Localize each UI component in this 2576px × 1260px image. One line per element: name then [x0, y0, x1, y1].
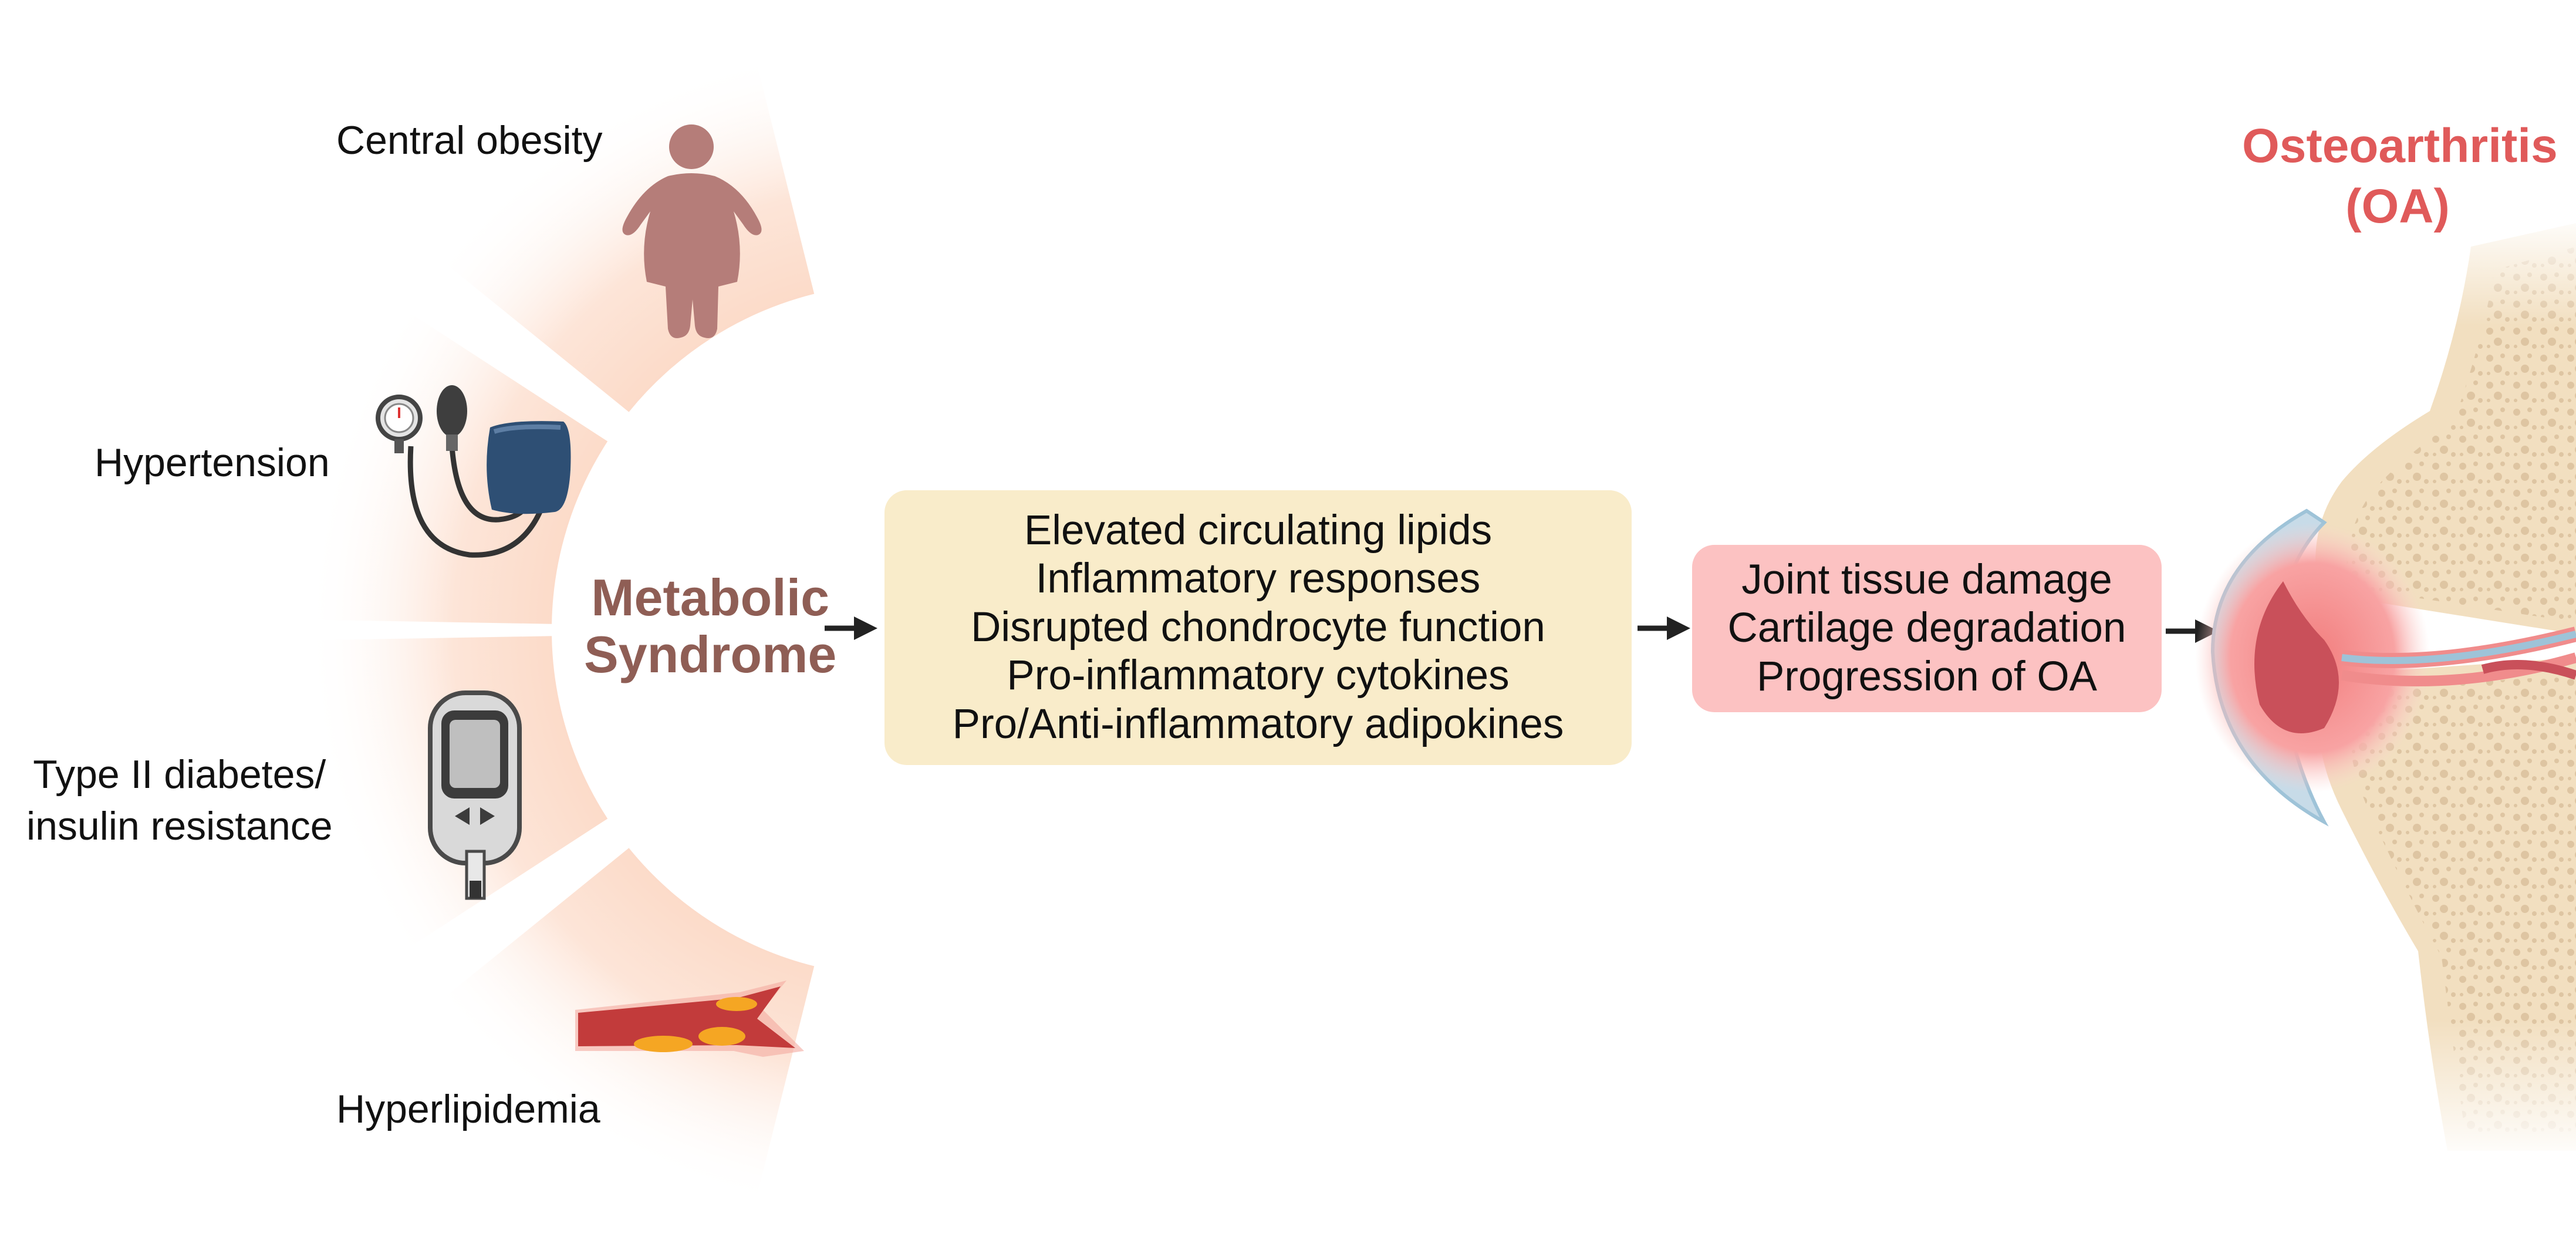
metabolic-syndrome-title: Metabolic Syndrome — [584, 568, 837, 683]
wedge-central-obesity — [441, 60, 815, 412]
label-diabetes: Type II diabetes/ insulin resistance — [26, 749, 333, 853]
label-hyperlipidemia: Hyperlipidemia — [336, 1087, 600, 1131]
metabolic-syndrome-line1: Metabolic — [591, 568, 830, 626]
label-diabetes-line1: Type II diabetes/ — [33, 752, 326, 797]
blood-pressure-cuff-icon — [376, 385, 571, 558]
outcome-item: Cartilage degradation — [1727, 605, 2126, 652]
outcomes-box: Joint tissue damage Cartilage degradatio… — [1692, 545, 2162, 712]
osteoarthritis-title-line1: Osteoarthritis — [2242, 119, 2558, 173]
outcome-item: Joint tissue damage — [1741, 556, 2112, 603]
label-hypertension: Hypertension — [94, 440, 330, 485]
mechanism-item: Elevated circulating lipids — [1024, 507, 1493, 554]
mechanism-item: Disrupted chondrocyte function — [971, 604, 1545, 651]
label-central-obesity: Central obesity — [336, 118, 603, 163]
metabolic-syndrome-line2: Syndrome — [584, 625, 837, 683]
label-diabetes-line2: insulin resistance — [26, 804, 333, 849]
mechanism-item: Inflammatory responses — [1035, 555, 1481, 602]
arrow-to-outcomes — [1638, 616, 1690, 640]
arrow-to-mechanisms — [825, 616, 877, 640]
mechanism-item: Pro/Anti-inflammatory adipokines — [952, 700, 1564, 747]
person-obesity-icon — [622, 124, 762, 338]
outcome-item: Progression of OA — [1756, 653, 2098, 700]
knee-joint-illustration — [2195, 211, 2576, 1163]
glucose-meter-icon — [428, 690, 522, 900]
osteoarthritis-title: Osteoarthritis (OA) — [2242, 116, 2558, 237]
wedge-hypertension — [311, 310, 608, 624]
mechanisms-box: Elevated circulating lipids Inflammatory… — [884, 490, 1632, 765]
artery-plaque-icon — [575, 981, 804, 1057]
mechanism-item: Pro-inflammatory cytokines — [1007, 652, 1510, 699]
osteoarthritis-title-line2: (OA) — [2345, 179, 2450, 233]
